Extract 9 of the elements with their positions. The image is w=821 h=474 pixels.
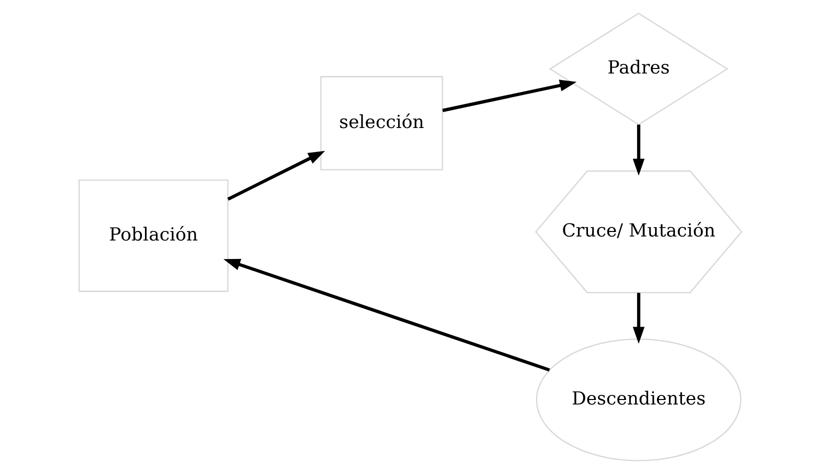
arrow <box>223 258 550 372</box>
arrow <box>442 80 577 112</box>
node-ellipse: Descendientes <box>536 338 742 462</box>
node-diamond: Padres <box>548 12 728 126</box>
node-box: selección <box>320 76 444 170</box>
arrow <box>632 292 645 344</box>
arrow <box>632 124 645 176</box>
arrow <box>227 150 326 201</box>
node-box: Población <box>78 179 228 292</box>
